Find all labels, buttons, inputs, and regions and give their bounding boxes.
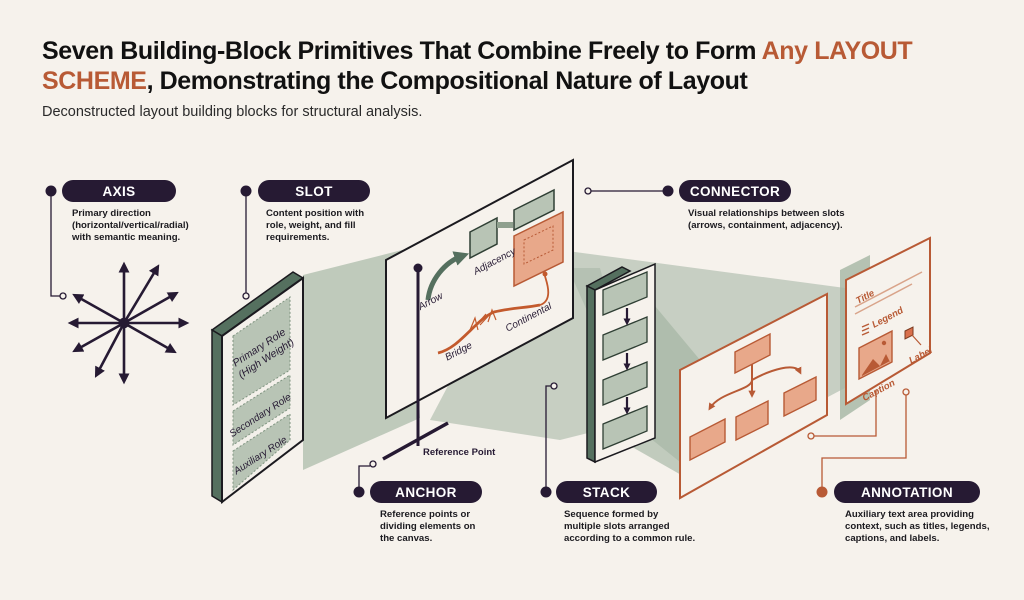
pill-anchor: ANCHOR <box>370 481 482 503</box>
desc-anchor-line: dividing elements on <box>380 521 476 533</box>
desc-slot: Content position with role, weight, and … <box>266 208 396 245</box>
desc-connector-line: (arrows, containment, adjacency). <box>688 220 843 232</box>
anchor-reference: Reference Point <box>382 263 496 461</box>
desc-stack-line: according to a common rule. <box>564 533 696 545</box>
axis-radial-icon <box>67 261 190 385</box>
title-part-2: , Demonstrating the Compositional Nature… <box>146 67 748 95</box>
page-subtitle: Deconstructed layout building blocks for… <box>42 104 423 120</box>
connector-panel: Arrow Adjacency Bridge Continental <box>385 158 574 420</box>
desc-anchor-line: Reference points or <box>380 509 471 520</box>
label-tag-icon <box>904 326 922 346</box>
desc-connector-line: Visual relationships between slots <box>688 208 845 219</box>
desc-annotation-line: context, such as titles, legends, <box>845 521 990 533</box>
pill-annotation: ANNOTATION <box>834 481 980 503</box>
desc-stack-line: Sequence formed by <box>564 509 659 520</box>
legend-list-icon <box>861 323 870 336</box>
page-title: Seven Building-Block Primitives That Com… <box>42 36 1002 96</box>
slot-panel: Primary Role (High Weight) Secondary Rol… <box>210 271 305 505</box>
desc-connector: Visual relationships between slots (arro… <box>688 208 888 232</box>
desc-anchor-line: the canvas. <box>380 533 433 545</box>
pill-slot: SLOT <box>258 180 370 202</box>
title-accent: Any LAYOUT SCHEME <box>42 37 913 95</box>
hierarchy-panel <box>679 292 828 500</box>
title-part-1: Seven Building-Block Primitives That Com… <box>42 37 762 65</box>
desc-annotation-line: Auxiliary text area providing <box>845 509 975 520</box>
desc-slot-line: requirements. <box>266 232 330 244</box>
image-icon <box>858 329 893 381</box>
desc-annotation: Auxiliary text area providing context, s… <box>845 509 1015 546</box>
desc-slot-line: Content position with <box>266 208 365 219</box>
pill-connector: CONNECTOR <box>679 180 791 202</box>
desc-axis-line: (horizontal/vertical/radial) <box>72 220 189 232</box>
desc-stack-line: multiple slots arranged <box>564 521 670 533</box>
desc-slot-line: role, weight, and fill <box>266 220 356 232</box>
pill-stack: STACK <box>556 481 657 503</box>
desc-axis: Primary direction (horizontal/vertical/r… <box>72 208 242 245</box>
leader-lines <box>45 185 910 498</box>
anchor-reference-label: Reference Point <box>423 447 496 458</box>
desc-annotation-line: captions, and labels. <box>845 533 940 545</box>
desc-anchor: Reference points or dividing elements on… <box>380 509 500 546</box>
pill-axis: AXIS <box>62 180 176 202</box>
stack-panel <box>585 262 656 464</box>
desc-stack: Sequence formed by multiple slots arrang… <box>564 509 724 546</box>
desc-axis-line: with semantic meaning. <box>72 232 181 244</box>
desc-axis-line: Primary direction <box>72 208 151 219</box>
